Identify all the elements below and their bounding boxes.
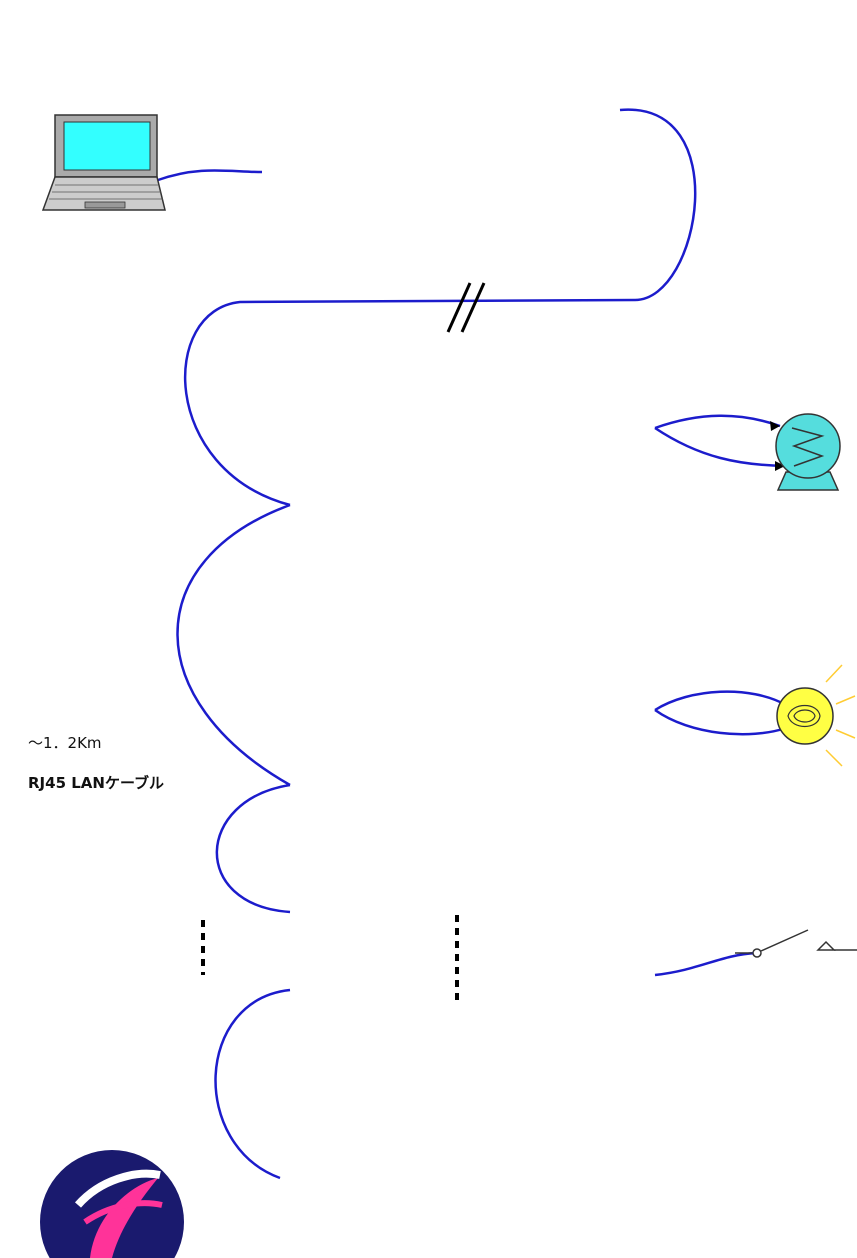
cable-label: RJ45 LANケーブル <box>28 774 164 792</box>
cable-laptop-to-unit1 <box>157 169 263 182</box>
cable-unit3-continue <box>215 783 291 914</box>
laptop-icon <box>41 114 166 211</box>
switch-icon <box>735 929 857 958</box>
logo-icon <box>40 1150 184 1258</box>
pump-arrows <box>770 421 785 471</box>
distance-label: ～1．2Km <box>28 734 102 752</box>
cable-unit1-to-unit2 <box>183 108 697 507</box>
cables <box>157 108 787 1180</box>
cable-unit2-to-unit3 <box>176 503 291 787</box>
cable-unit2-to-pump-b <box>654 426 786 468</box>
cable-unit3-to-lamp-a <box>654 690 787 712</box>
lamp-icon <box>776 664 856 767</box>
cable-unit4-to-switch <box>654 951 757 977</box>
cable-unit3-to-lamp-b <box>654 708 787 736</box>
cable-break-mark <box>446 282 486 333</box>
pump-icon <box>775 413 841 491</box>
cable-unit2-to-pump-a <box>654 414 781 430</box>
continuation-dots <box>201 915 459 1000</box>
cable-to-unit4 <box>214 988 291 1180</box>
